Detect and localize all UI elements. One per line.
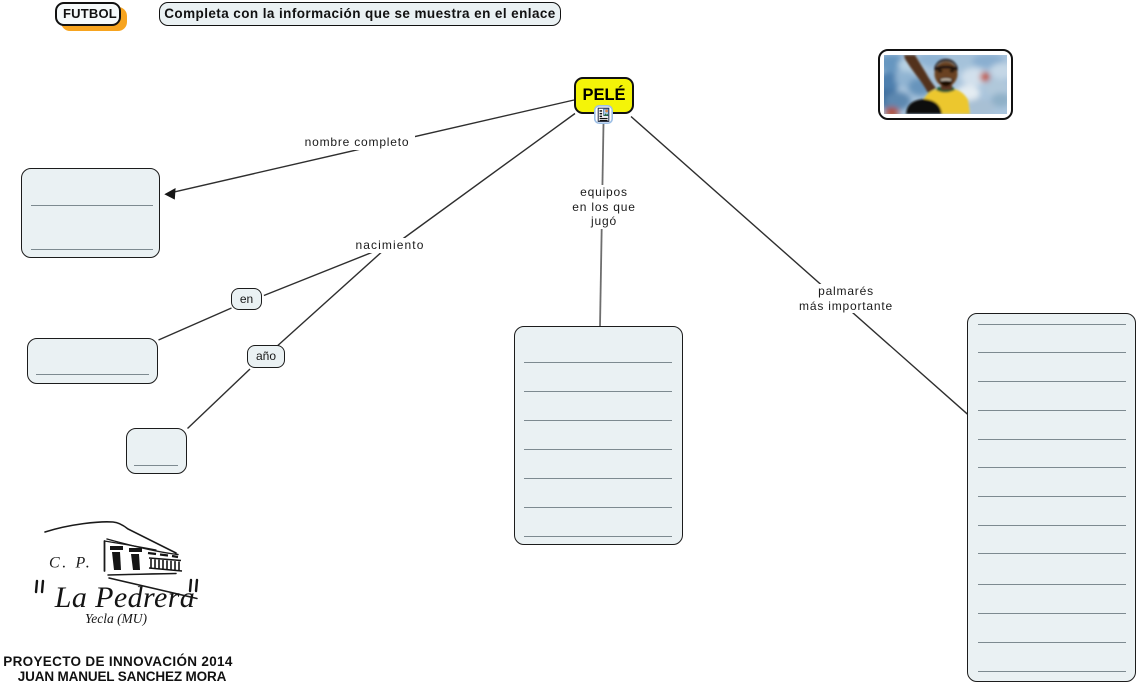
svg-text:La Pedrera: La Pedrera [54, 581, 195, 614]
svg-text:Yecla (MU): Yecla (MU) [85, 611, 148, 626]
svg-text:C. P.: C. P. [49, 555, 92, 572]
